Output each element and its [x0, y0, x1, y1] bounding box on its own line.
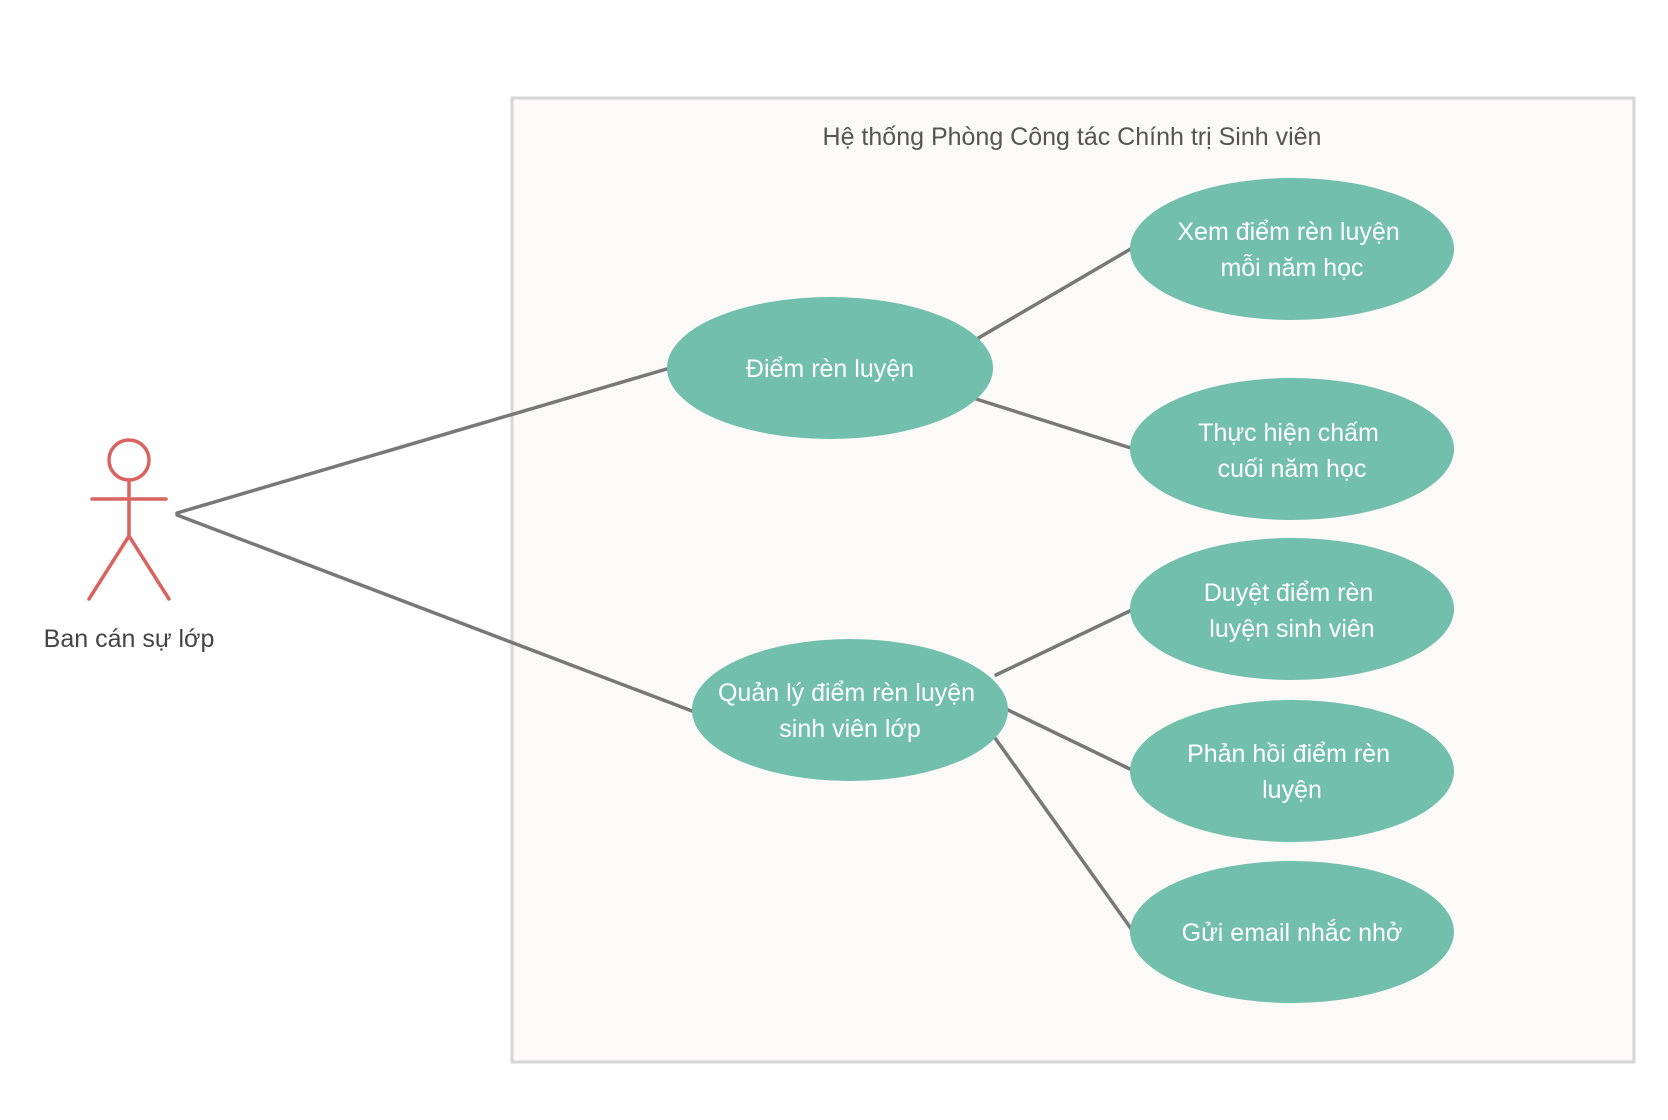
use-case-gui-email-nhac-nho[interactable]: Gửi email nhắc nhở: [1130, 861, 1454, 1003]
use-case-label-line: Điểm rèn luyện: [746, 355, 914, 383]
use-case-label-line: mỗi năm học: [1220, 253, 1363, 282]
use-case-label-line: Duyệt điểm rèn: [1204, 579, 1374, 607]
use-case-label: Duyệt điểm rèn luyện sinh viên: [1204, 579, 1380, 643]
use-case-label-line: Xem điểm rèn luyện: [1177, 218, 1399, 246]
use-case-label: Xem điểm rèn luyện mỗi năm học: [1177, 218, 1406, 282]
connector-diem-thuc-hien: [974, 397, 1136, 451]
use-case-label: Điểm rèn luyện: [746, 355, 914, 383]
actor-right-leg: [127, 534, 171, 601]
use-case-label-line: sinh viên lớp: [779, 715, 920, 743]
use-case-duyet-diem-ren-luyen[interactable]: Duyệt điểm rèn luyện sinh viên: [1130, 538, 1454, 680]
actor-label: Ban cán sự lớp: [44, 625, 215, 653]
use-case-ellipse: [667, 297, 993, 439]
connector-quan-ly-phan-hoi: [1006, 708, 1136, 773]
use-case-ellipse: [692, 639, 1008, 781]
use-case-ellipse: [1130, 378, 1454, 520]
use-case-label: Thực hiện chấm cuối năm học: [1198, 419, 1386, 483]
use-case-ellipse: [1130, 861, 1454, 1003]
system-title: Hệ thống Phòng Công tác Chính trị Sinh v…: [823, 123, 1322, 151]
use-case-diem-ren-luyen[interactable]: Điểm rèn luyện: [667, 297, 993, 439]
actor-head: [107, 438, 151, 482]
use-case-label: Phản hồi điểm rèn luyện: [1187, 740, 1397, 804]
use-case-label-line: luyện sinh viên: [1209, 615, 1374, 643]
connector-actor-quan-ly: [175, 513, 694, 713]
connector-actor-diem-ren-luyen: [175, 366, 672, 515]
use-case-label: Gửi email nhắc nhở: [1182, 918, 1403, 947]
use-case-ellipse: [1130, 700, 1454, 842]
use-case-label-line: cuối năm học: [1218, 455, 1367, 483]
use-case-thuc-hien-cham[interactable]: Thực hiện chấm cuối năm học: [1130, 378, 1454, 520]
use-case-label: Quản lý điểm rèn luyện sinh viên lớp: [718, 679, 982, 743]
use-case-quan-ly-diem-ren-luyen[interactable]: Quản lý điểm rèn luyện sinh viên lớp: [692, 639, 1008, 781]
connectors: [175, 245, 1136, 932]
actor-ban-can-su-lop[interactable]: [87, 438, 171, 601]
use-case-label-line: luyện: [1262, 776, 1322, 804]
use-case-ellipse: [1130, 178, 1454, 320]
connector-quan-ly-gui-email: [993, 736, 1134, 932]
use-case-ellipse: [1130, 538, 1454, 680]
use-case-label-line: Thực hiện chấm: [1198, 419, 1379, 447]
actor-left-leg: [87, 534, 131, 601]
use-case-xem-diem-ren-luyen[interactable]: Xem điểm rèn luyện mỗi năm học: [1130, 178, 1454, 320]
use-case-label-line: Phản hồi điểm rèn: [1187, 740, 1390, 768]
use-case-label-line: Quản lý điểm rèn luyện: [718, 679, 975, 707]
connector-diem-xem: [973, 245, 1136, 342]
system-boundary: [510, 96, 1636, 1064]
use-case-phan-hoi-diem-ren-luyen[interactable]: Phản hồi điểm rèn luyện: [1130, 700, 1454, 842]
use-case-label-line: Gửi email nhắc nhở: [1182, 918, 1403, 947]
connector-quan-ly-duyet: [994, 607, 1136, 677]
